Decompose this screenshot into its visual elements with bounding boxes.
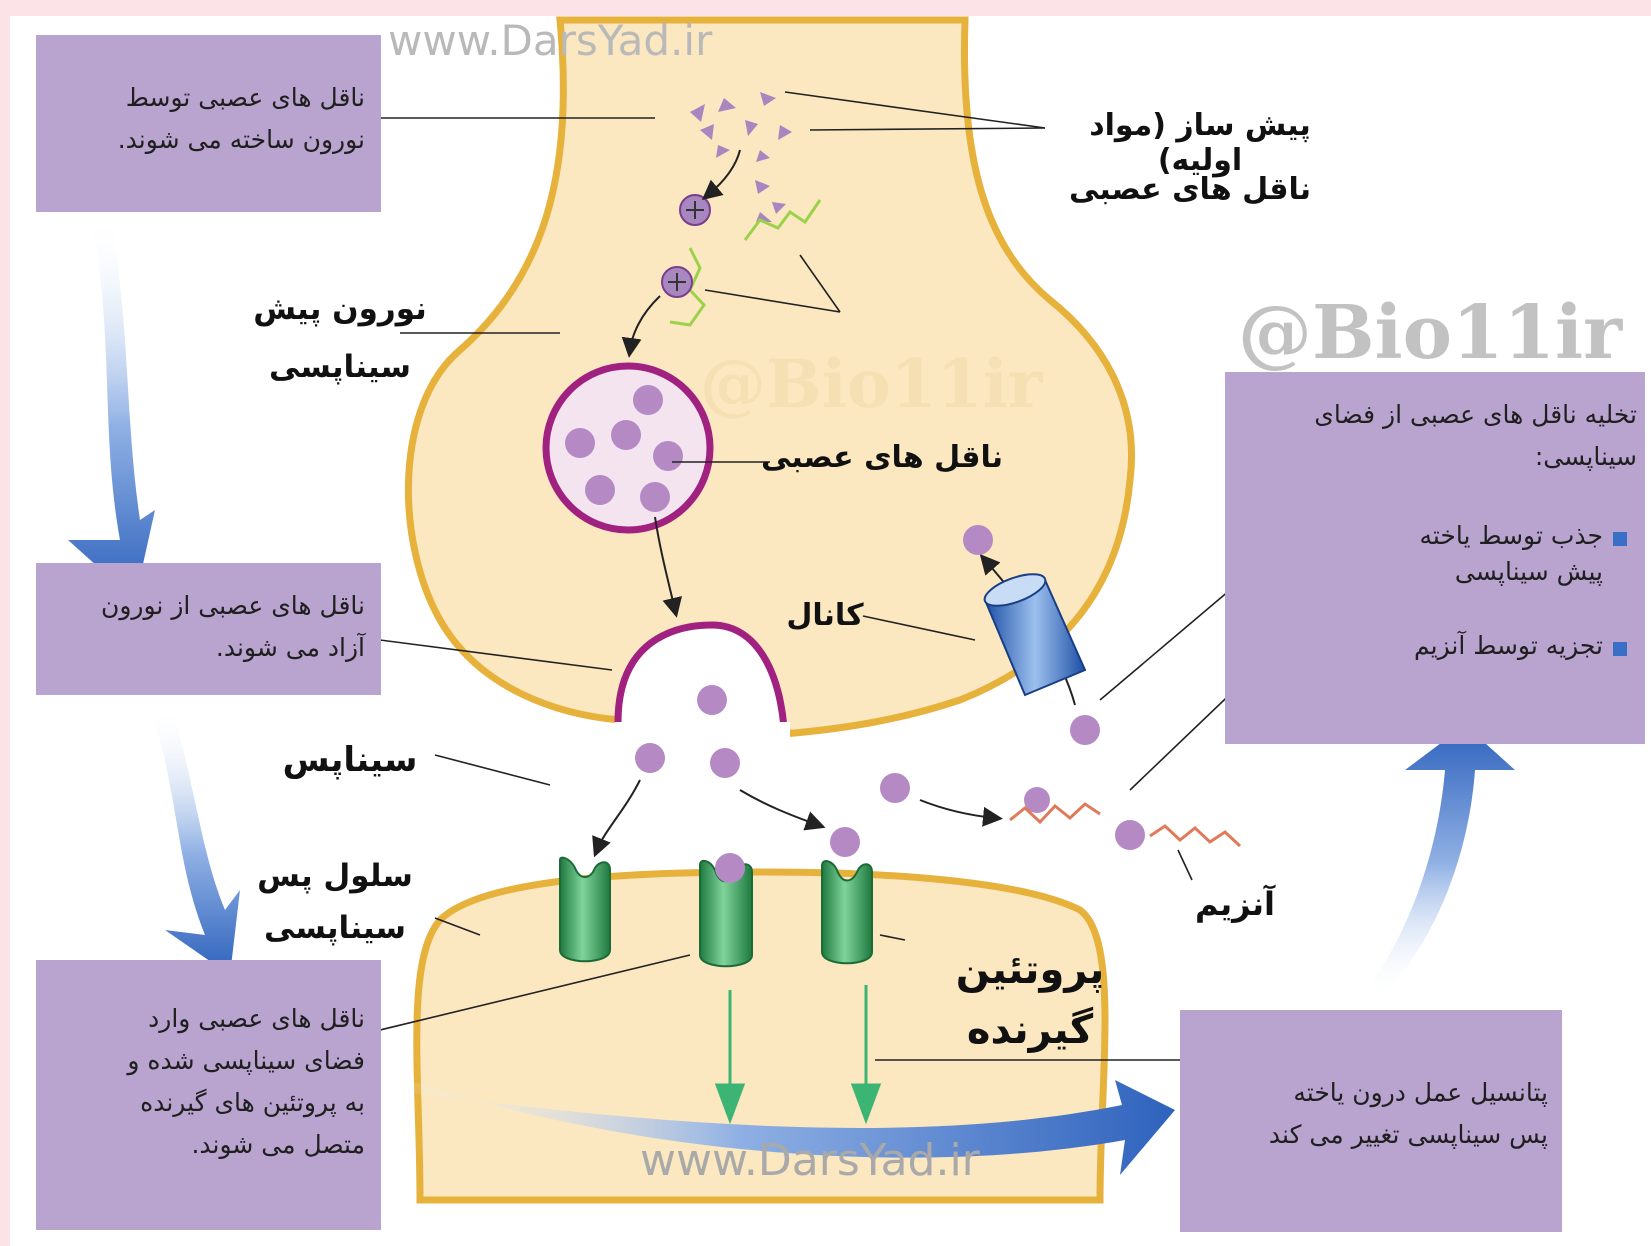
box-released-text: ناقل های عصبی از نورون آزاد می شوند.: [46, 585, 365, 669]
box-action-potential: پتانسیل عمل درون یاخته پس سیناپسی تغییر …: [1180, 1010, 1562, 1232]
box-clearance: تخلیه ناقل های عصبی از فضای سیناپسی: جذب…: [1225, 372, 1645, 744]
handle-watermark: @Bio11ir: [1238, 290, 1622, 376]
label-channel: کانال: [770, 598, 880, 633]
bullet-square-icon: [1613, 642, 1627, 656]
enzyme-chain-2: [1150, 826, 1240, 846]
label-enzyme: آنزیم: [1170, 885, 1300, 923]
box-made-text: ناقل های عصبی توسط نورون ساخته می شوند.: [46, 77, 365, 161]
label-presynaptic-neuron: نورون پیش سیناپسی: [240, 280, 440, 396]
box-clearance-title: تخلیه ناقل های عصبی از فضای سیناپسی:: [1235, 394, 1637, 478]
box-neurotransmitters-bind: ناقل های عصبی وارد فضای سیناپسی شده و به…: [36, 960, 381, 1230]
site-watermark-top: www.DarsYad.ir: [388, 16, 712, 65]
bullet-square-icon: [1613, 532, 1627, 546]
receptor-proteins: [560, 858, 872, 967]
box-potential-text: پتانسیل عمل درون یاخته پس سیناپسی تغییر …: [1190, 1072, 1548, 1156]
label-vesicle-neurotransmitters: ناقل های عصبی: [752, 440, 1012, 475]
box-neurotransmitters-released: ناقل های عصبی از نورون آزاد می شوند.: [36, 563, 381, 695]
clearance-item1-text: جذب توسط یاخته پیش سیناپسی: [1419, 518, 1603, 590]
label-neurotransmitters-top: ناقل های عصبی: [1060, 172, 1320, 207]
clearance-item-enzyme: تجزیه توسط آنزیم: [1235, 628, 1627, 664]
handle-watermark-center: @Bio11ir: [700, 345, 1043, 423]
clearance-item-reuptake: جذب توسط یاخته پیش سیناپسی: [1235, 518, 1627, 590]
label-postsynaptic-cell: سلول پس سیناپسی: [240, 850, 430, 954]
clearance-item2-text: تجزیه توسط آنزیم: [1414, 628, 1603, 664]
label-receptor-protein: پروتئین گیرنده: [935, 940, 1125, 1060]
box-bind-text: ناقل های عصبی وارد فضای سیناپسی شده و به…: [46, 998, 365, 1166]
flow-arrow-2: [150, 705, 240, 975]
label-synapse: سیناپس: [265, 740, 435, 780]
flow-arrow-1: [68, 215, 155, 600]
enzyme-chain-1: [1010, 804, 1100, 822]
flow-arrow-4: [1360, 725, 1515, 1000]
site-watermark-bottom: www.DarsYad.ir: [640, 1135, 980, 1186]
box-neurotransmitters-made: ناقل های عصبی توسط نورون ساخته می شوند.: [36, 35, 381, 212]
label-precursor: پیش ساز (مواد اولیه): [1045, 108, 1355, 178]
